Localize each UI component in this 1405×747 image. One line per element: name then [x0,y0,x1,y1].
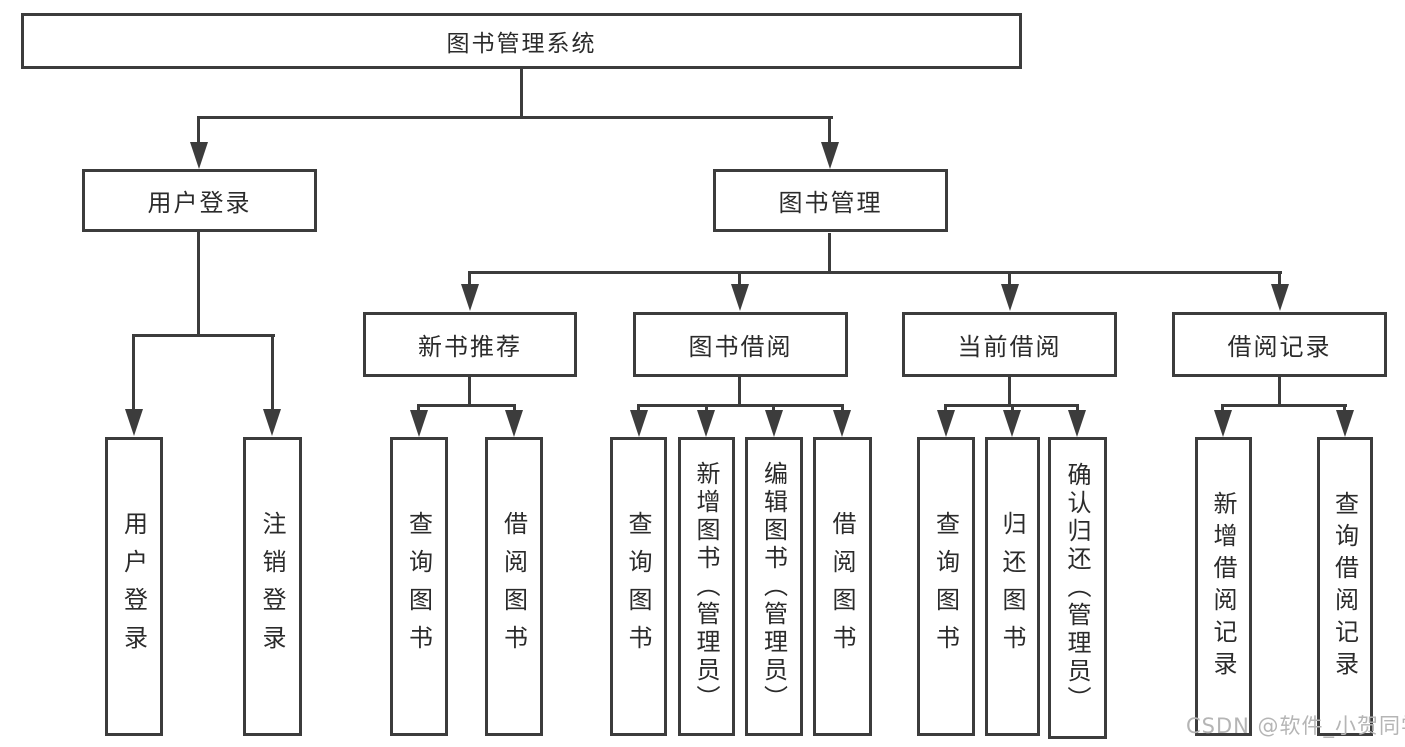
leaf-edit-book-admin-label: 编辑图书（管理员） [759,460,788,713]
leaf-borrow-book-newrec-label: 借阅图书 [499,510,528,663]
connector-leaf-shaft [1343,404,1346,414]
connector-branch [637,404,844,407]
node-root-label: 图书管理系统 [446,31,597,57]
arrow-down-icon [461,284,479,311]
node-new-book-rec: 新书推荐 [363,312,577,377]
arrow-down-icon [833,410,851,437]
connector-user-login-branch [132,334,275,337]
connector-leaf-shaft [772,404,775,414]
connector-level3-shaft [1008,271,1011,287]
connector-leaf-shaft [705,404,708,414]
connector-root-stem [520,68,523,118]
leaf-borrow-book-newrec: 借阅图书 [485,437,543,736]
leaf-query-book-borrow: 查询图书 [610,437,667,736]
leaf-edit-book-admin: 编辑图书（管理员） [745,437,803,736]
leaf-confirm-return-admin-label: 确认归还（管理员） [1063,462,1091,714]
connector-level2-branch [197,116,833,119]
leaf-user-login-label: 用户登录 [119,510,148,663]
arrow-down-icon [1001,284,1019,311]
node-root: 图书管理系统 [21,13,1022,69]
connector-level3-branch [468,271,1282,274]
arrow-down-icon [765,410,783,437]
leaf-query-book-borrow-label: 查询图书 [624,510,652,663]
connector-book-mgmt-shaft [828,116,831,146]
connector-leaf-shaft [1076,404,1079,414]
connector-leaf-shaft [841,404,844,414]
arrow-down-icon [821,142,839,169]
connector-book-mgmt-stem [828,233,831,274]
csdn-watermark: CSDN @软件_小贺同学 [1186,714,1405,738]
arrow-down-icon [697,410,715,437]
arrow-down-icon [263,409,281,436]
connector-leaf-shaft [417,404,420,414]
connector-stem [1278,376,1281,407]
connector-stem [1008,376,1011,407]
leaf-add-book-admin: 新增图书（管理员） [678,437,735,736]
connector-leaf-shaft [271,334,274,412]
leaf-borrow-book-borrow-label: 借阅图书 [828,510,856,663]
arrow-down-icon [937,410,955,437]
node-borrow-records-label: 借阅记录 [1227,333,1332,361]
leaf-logout: 注销登录 [243,437,302,736]
leaf-query-book-newrec-label: 查询图书 [404,510,433,663]
connector-user-login-stem [197,231,200,337]
connector-branch [1221,404,1347,407]
arrow-down-icon [1068,410,1086,437]
connector-user-login-shaft [197,116,200,146]
leaf-borrow-book-borrow: 借阅图书 [813,437,872,736]
leaf-user-login: 用户登录 [105,437,163,736]
leaf-return-book-label: 归还图书 [998,510,1026,663]
node-book-borrow-label: 图书借阅 [688,333,793,361]
arrow-down-icon [630,410,648,437]
node-book-mgmt: 图书管理 [713,169,948,232]
connector-level3-shaft [468,271,471,287]
arrow-down-icon [505,410,523,437]
connector-leaf-shaft [513,404,516,414]
connector-stem [738,376,741,407]
connector-leaf-shaft [132,334,135,412]
arrow-down-icon [190,142,208,169]
arrow-down-icon [1214,410,1232,437]
arrow-down-icon [410,410,428,437]
connector-leaf-shaft [637,404,640,414]
leaf-add-borrow-record-label: 新增借阅记录 [1209,490,1237,683]
node-user-login: 用户登录 [82,169,317,232]
node-book-mgmt-label: 图书管理 [778,189,883,217]
arrow-down-icon [125,409,143,436]
connector-level3-shaft [738,271,741,287]
connector-stem [468,376,471,407]
node-current-borrow-label: 当前借阅 [957,333,1062,361]
node-book-borrow: 图书借阅 [633,312,848,377]
leaf-return-book: 归还图书 [985,437,1040,736]
leaf-query-book-newrec: 查询图书 [390,437,448,736]
leaf-query-borrow-record: 查询借阅记录 [1317,437,1373,736]
arrow-down-icon [1003,410,1021,437]
connector-branch [417,404,516,407]
leaf-logout-label: 注销登录 [258,510,286,663]
arrow-down-icon [1271,284,1289,311]
arrow-down-icon [1336,410,1354,437]
connector-leaf-shaft [1011,404,1014,414]
leaf-query-book-current: 查询图书 [917,437,975,736]
node-user-login-label: 用户登录 [147,189,252,217]
leaf-confirm-return-admin: 确认归还（管理员） [1048,437,1107,739]
node-new-book-rec-label: 新书推荐 [418,333,522,361]
connector-leaf-shaft [944,404,947,414]
connector-leaf-shaft [1221,404,1224,414]
arrow-down-icon [731,284,749,311]
leaf-add-borrow-record: 新增借阅记录 [1195,437,1252,736]
connector-level3-shaft [1278,271,1281,287]
node-borrow-records: 借阅记录 [1172,312,1387,377]
leaf-query-book-current-label: 查询图书 [931,510,960,663]
leaf-add-book-admin-label: 新增图书（管理员） [692,460,720,713]
leaf-query-borrow-record-label: 查询借阅记录 [1330,490,1359,683]
node-current-borrow: 当前借阅 [902,312,1117,377]
